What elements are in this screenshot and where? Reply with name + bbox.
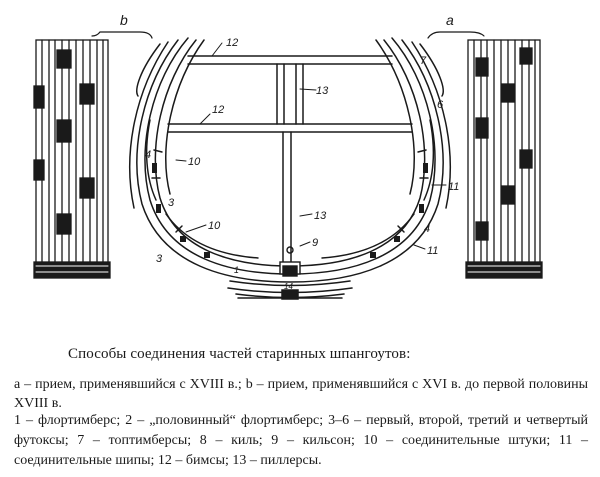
label-1: 1 [234,265,239,275]
label-4-right: 4 [424,223,430,235]
figure-legend: 1 – флортимберс; 2 – „половинный“ флорти… [14,413,588,468]
label-13-top: 13 [316,85,329,97]
frame-joints-diagram: b a 12 13 12 13 9 10 10 1 14 4 3 3 7 6 1… [33,12,543,300]
keel-strips [227,280,353,300]
label-11-upper: 11 [448,181,459,193]
bracket-a-label: a [446,12,454,28]
label-7: 7 [420,55,427,67]
label-6: 6 [437,99,444,111]
label-12-mid: 12 [212,104,224,116]
pillars [276,63,304,263]
bracket-b-label: b [120,12,128,28]
keel-assembly [279,246,301,277]
label-14: 14 [284,282,293,291]
label-11-lower: 11 [427,245,438,257]
label-9: 9 [312,237,318,249]
label-10-lower: 10 [208,220,221,232]
deck-beams [167,55,413,133]
bracket-a [427,31,485,39]
figure-caption-ab: a – прием, применявшийся с XVIII в.; b –… [14,377,588,411]
left-side-elevation [33,39,111,279]
label-13-bottom: 13 [314,210,327,222]
right-side-elevation [465,39,543,279]
label-4-left: 4 [145,149,151,161]
label-3-upper: 3 [168,197,175,209]
label-12-top: 12 [226,37,238,49]
label-3-lower: 3 [156,253,163,265]
joint-dowels [152,163,428,258]
figure-caption-title: Способы соединения частей старинных шпан… [68,346,411,362]
bracket-b [91,31,153,39]
label-10-upper: 10 [188,156,201,168]
leader-lines [175,42,447,250]
